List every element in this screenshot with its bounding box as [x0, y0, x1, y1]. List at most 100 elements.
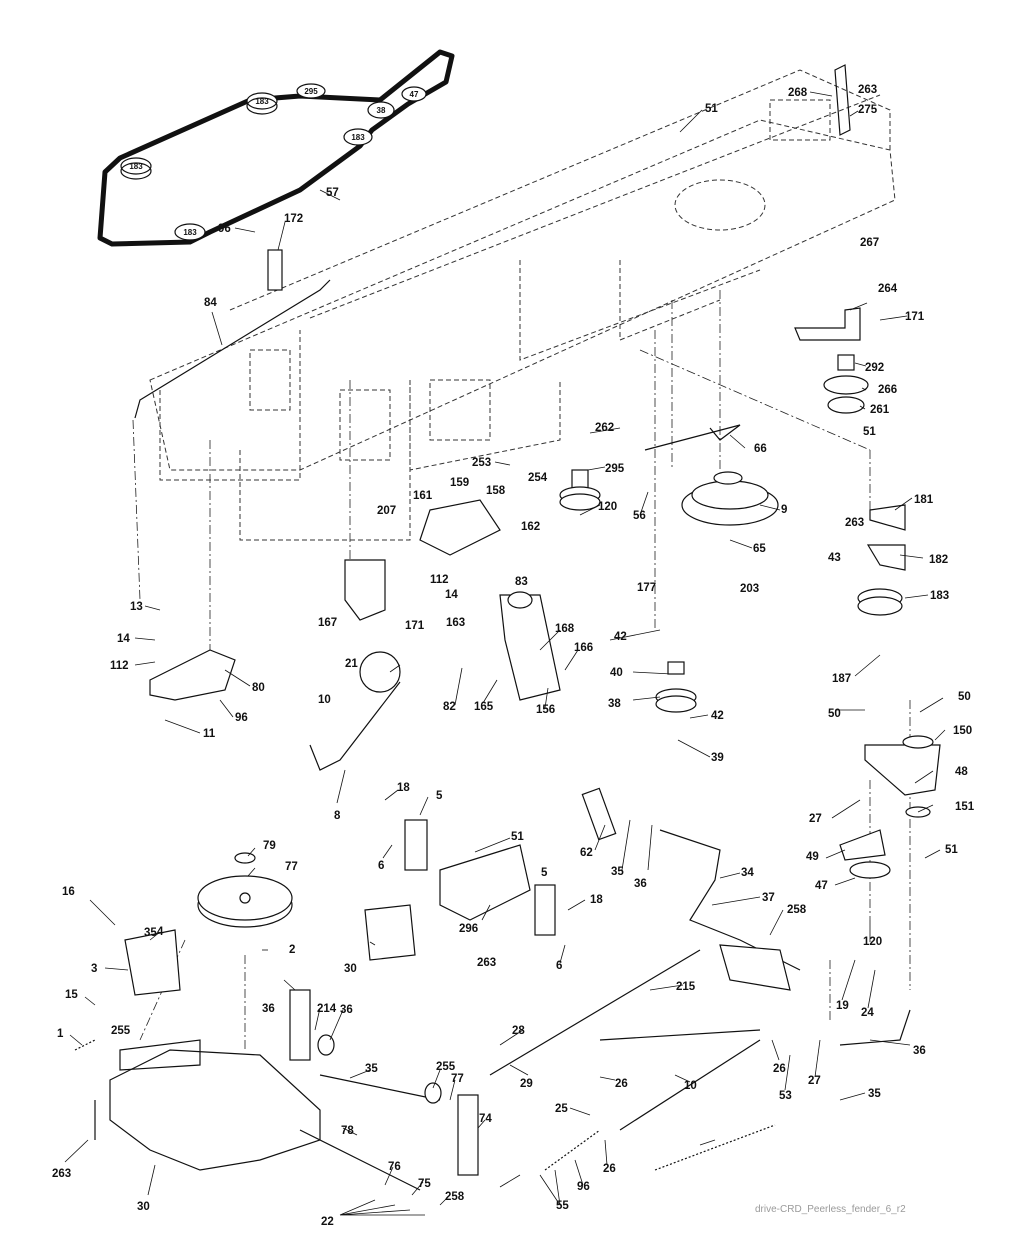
callout: 42 [614, 631, 627, 643]
callout: 76 [388, 1161, 401, 1173]
callout: 50 [828, 708, 841, 720]
callout: 53 [779, 1090, 792, 1102]
callout: 9 [781, 504, 787, 516]
callout: 16 [62, 886, 75, 898]
callout: 13 [130, 601, 143, 613]
shift-lever-8 [309, 651, 401, 771]
callout-labels: 57 96 172 84 51 268 263 275 267 264 171 … [52, 84, 975, 1228]
callout: 253 [472, 457, 491, 469]
callout: 295 [605, 463, 625, 475]
pulley-295 [559, 469, 601, 511]
callout: 25 [555, 1103, 568, 1115]
frame-outline [149, 69, 896, 541]
callout: 158 [486, 485, 506, 497]
callout: 24 [861, 1007, 874, 1019]
bracket-296 [404, 819, 556, 936]
callout: 11 [203, 728, 216, 740]
svg-text:183: 183 [129, 162, 143, 171]
callout: 268 [788, 87, 808, 99]
bracket-48 [839, 735, 941, 879]
callout: 254 [528, 472, 548, 484]
callout: 263 [858, 84, 877, 96]
callout: 66 [754, 443, 767, 455]
callout: 187 [832, 673, 851, 685]
bracket-80 [149, 649, 236, 701]
callout: 77 [285, 861, 298, 873]
callout: 4 [157, 926, 164, 938]
callout: 14 [445, 589, 458, 601]
callout: 2 [289, 944, 295, 956]
callout: 296 [459, 923, 478, 935]
callout: 80 [252, 682, 265, 694]
callout: 3 [91, 963, 97, 975]
callout: 83 [515, 576, 528, 588]
callout: 6 [556, 960, 562, 972]
callout: 171 [405, 620, 425, 632]
callout: 263 [477, 957, 496, 969]
brake-linkage [489, 787, 911, 1131]
clutch-rod-84 [134, 249, 331, 419]
callout: 18 [590, 894, 603, 906]
callout: 34 [741, 867, 754, 879]
callout: 267 [860, 237, 879, 249]
axle-214 [289, 989, 479, 1176]
belt-pulley-6: 183 [120, 157, 152, 180]
belt-pulley-5: 183 [343, 128, 373, 146]
callout: 262 [595, 422, 614, 434]
callout: 51 [705, 103, 718, 115]
callout: 5 [436, 790, 443, 802]
spindle-pulley-9 [644, 424, 779, 526]
belt-pulley-3: 38 [367, 101, 395, 119]
callout: 35 [868, 1088, 881, 1100]
callout: 207 [377, 505, 396, 517]
callout: 62 [580, 847, 593, 859]
callout: 51 [945, 844, 958, 856]
callout: 35 [144, 927, 157, 939]
idler-arm-parts [344, 499, 561, 701]
callout: 22 [321, 1216, 334, 1228]
callout: 14 [117, 633, 130, 645]
svg-text:183: 183 [255, 97, 269, 106]
svg-text:38: 38 [377, 106, 386, 115]
callout: 50 [958, 691, 971, 703]
callout: 120 [598, 501, 617, 513]
callout: 55 [556, 1200, 569, 1212]
callout: 167 [318, 617, 337, 629]
callout: 28 [512, 1025, 525, 1037]
callout: 56 [633, 510, 646, 522]
callout: 258 [787, 904, 807, 916]
callout: 51 [863, 426, 876, 438]
callout: 39 [711, 752, 724, 764]
svg-text:47: 47 [410, 90, 419, 99]
callout: 36 [634, 878, 647, 890]
callout: 49 [806, 851, 819, 863]
callout: 159 [450, 477, 469, 489]
callout: 182 [929, 554, 948, 566]
callout: 258 [445, 1191, 465, 1203]
callout: 30 [344, 963, 357, 975]
callout: 96 [218, 223, 231, 235]
callout: 29 [520, 1078, 533, 1090]
callout: 18 [397, 782, 410, 794]
callout: 171 [905, 311, 925, 323]
callout: 42 [711, 710, 724, 722]
callout: 21 [345, 658, 358, 670]
callout: 75 [418, 1178, 431, 1190]
callout: 26 [615, 1078, 628, 1090]
callout: 8 [334, 810, 341, 822]
callout: 27 [809, 813, 822, 825]
callout: 168 [555, 623, 575, 635]
callout: 15 [65, 989, 78, 1001]
callout: 112 [430, 574, 449, 586]
belt-pulley-4: 47 [401, 86, 427, 102]
callout: 264 [878, 283, 898, 295]
callout: 255 [436, 1061, 456, 1073]
callout: 47 [815, 880, 828, 892]
transaxle-1 [94, 1039, 421, 1191]
svg-text:183: 183 [183, 228, 197, 237]
callout: 96 [235, 712, 248, 724]
callout: 156 [536, 704, 555, 716]
callout: 40 [610, 667, 623, 679]
springs [74, 1039, 776, 1171]
callout: 26 [773, 1063, 786, 1075]
